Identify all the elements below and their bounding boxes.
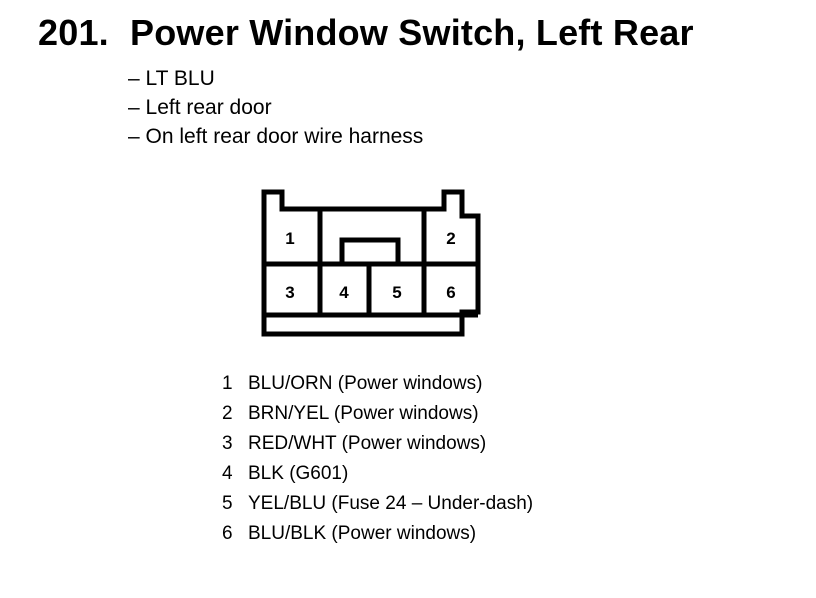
pin-description: BLU/ORN (Power windows) — [248, 373, 483, 394]
pin-number: 1 — [222, 373, 233, 394]
pin-description: YEL/BLU (Fuse 24 – Under-dash) — [248, 493, 534, 514]
pin-list: 1 BLU/ORN (Power windows) 2 BRN/YEL (Power… — [220, 369, 533, 549]
pin-number: 4 — [222, 463, 233, 484]
pin-row: 6 BLU/BLK (Power windows) — [220, 519, 533, 549]
cavity-label-4: 4 — [339, 283, 349, 302]
connector-location: – Left rear door — [128, 96, 272, 119]
pin-number: 2 — [222, 403, 233, 424]
cavity-label-2: 2 — [446, 229, 455, 248]
pin-row: 4 BLK (G601) — [220, 459, 533, 489]
pin-row: 2 BRN/YEL (Power windows) — [220, 399, 533, 429]
connector-face-diagram: 1 2 3 4 5 6 — [261, 189, 481, 337]
pin-description: BRN/YEL (Power windows) — [248, 403, 479, 424]
pin-description: BLK (G601) — [248, 463, 349, 484]
page-title: 201. Power Window Switch, Left Rear — [38, 12, 694, 54]
pin-description: RED/WHT (Power windows) — [248, 433, 487, 454]
pin-row: 1 BLU/ORN (Power windows) — [220, 369, 533, 399]
cavity-label-6: 6 — [446, 283, 455, 302]
pin-row: 3 RED/WHT (Power windows) — [220, 429, 533, 459]
component-name: Power Window Switch, Left Rear — [130, 12, 694, 53]
connector-harness: – On left rear door wire harness — [128, 125, 424, 148]
pin-row: 5 YEL/BLU (Fuse 24 – Under-dash) — [220, 489, 533, 519]
connector-color: – LT BLU — [128, 67, 215, 90]
connector-details: – LT BLU – Left rear door – On left rear… — [128, 64, 423, 151]
cavity-label-3: 3 — [285, 283, 294, 302]
pin-number: 3 — [222, 433, 233, 454]
pin-number: 5 — [222, 493, 233, 514]
cavity-label-5: 5 — [392, 283, 401, 302]
pin-number: 6 — [222, 523, 233, 544]
cavity-label-1: 1 — [285, 229, 294, 248]
connector-outline — [261, 189, 481, 337]
key-notch — [339, 237, 401, 264]
pin-description: BLU/BLK (Power windows) — [248, 523, 477, 544]
component-number: 201. — [38, 12, 109, 53]
